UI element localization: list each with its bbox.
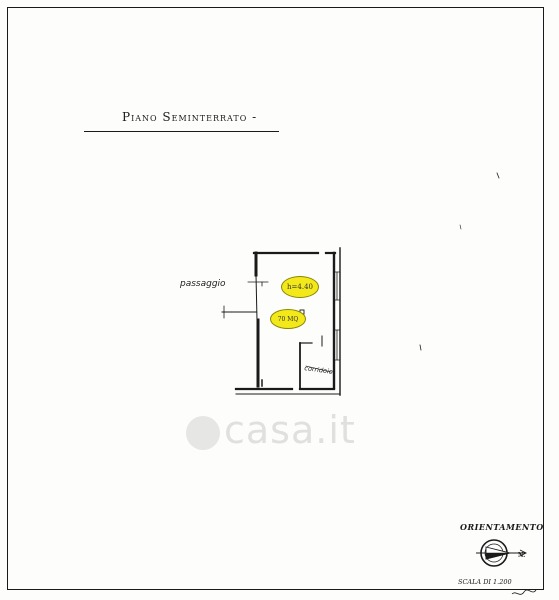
north-label: N.: [518, 552, 526, 559]
corridor-leader: [305, 365, 332, 373]
stray-mark-1: [496, 172, 500, 179]
watermark-text: casa.it: [224, 408, 356, 452]
scale-label: SCALA DI 1.200: [458, 578, 512, 586]
passage-label: passaggio: [180, 279, 226, 289]
wall-left-joint: [255, 274, 258, 321]
title-underline: [84, 131, 279, 132]
house-icon: [186, 416, 220, 450]
drawing-frame: [7, 7, 544, 590]
window-right: [333, 271, 341, 301]
ceiling-height-badge: h=4.40: [281, 276, 319, 298]
plan-title: Piano Seminterrato -: [122, 110, 258, 124]
stray-mark-2: [419, 344, 422, 351]
floor-area-badge: 70 MQ: [270, 309, 306, 329]
orientation-label: ORIENTAMENTO: [460, 522, 544, 532]
signature-scribble: [511, 589, 537, 595]
compass-rose-icon: [476, 539, 528, 567]
stray-mark-3: [459, 224, 462, 230]
window-right-lower: [333, 329, 341, 361]
